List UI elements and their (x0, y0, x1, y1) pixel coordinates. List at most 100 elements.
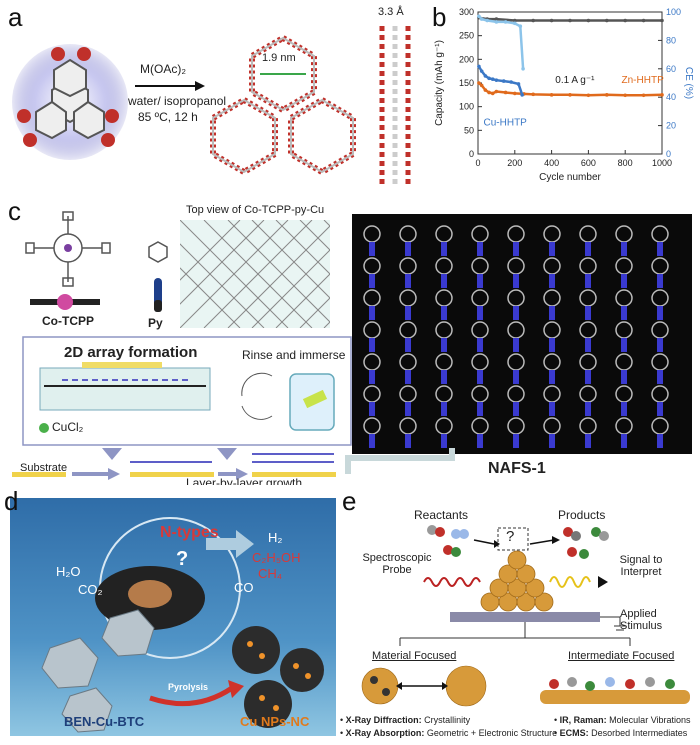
rate-label: 0.1 A g⁻¹ (555, 75, 595, 86)
data-point (494, 78, 499, 82)
data-point (509, 80, 513, 84)
pillar-linker (369, 242, 375, 256)
py-label: Py (148, 316, 163, 330)
pillar-linker (441, 402, 447, 416)
y-tick-label: 150 (459, 78, 474, 88)
material-focus-diagram (361, 665, 690, 707)
pillar-linker (369, 434, 375, 448)
y-tick-label: 100 (459, 102, 474, 112)
series-label-cu: Cu-HHTP (484, 118, 528, 129)
stacking-side-view (379, 26, 411, 188)
y2-tick-label: 80 (666, 35, 676, 45)
pillar-linker (549, 402, 555, 416)
data-point (490, 77, 495, 82)
layer-growth-diagram (12, 448, 455, 480)
x-tick-label: 600 (581, 158, 596, 168)
panel-label-e: e (342, 488, 357, 516)
top-view-lattice (180, 220, 330, 328)
pillar-linker (369, 402, 375, 416)
pillar-linker (441, 370, 447, 384)
pillar-linker (369, 306, 375, 320)
pillar-linker (441, 242, 447, 256)
data-point (549, 18, 554, 23)
pillar-linker (621, 402, 627, 416)
rinse-label: Rinse and immerse (242, 348, 346, 362)
data-point (494, 20, 499, 24)
data-point (513, 18, 517, 23)
data-point (660, 18, 664, 23)
y2-tick-label: 60 (666, 64, 676, 74)
question-label-e: ? (506, 528, 515, 545)
data-point (479, 69, 484, 73)
x-tick-label: 800 (618, 158, 633, 168)
question-label-d: ? (176, 548, 189, 570)
h2-label: H₂ (268, 530, 283, 545)
conditions-label: 85 ºC, 12 h (138, 110, 198, 124)
data-point (487, 90, 491, 95)
data-point (479, 17, 484, 21)
co-tcpp-structure (25, 211, 111, 287)
co-label: CO (234, 580, 254, 595)
data-point (485, 18, 489, 23)
honeycomb-framework (210, 34, 356, 176)
y2-tick-label: 0 (666, 149, 671, 159)
pillar-linker (657, 338, 663, 352)
pillar-linker (369, 338, 375, 352)
data-point (490, 91, 495, 96)
data-point (586, 93, 591, 98)
bullet-ecms: • ECMS: Desorbed Intermediates (554, 728, 688, 738)
data-point (477, 14, 481, 19)
nafs-3d-render (352, 214, 692, 454)
x-axis-label: Cycle number (539, 172, 601, 183)
data-point (605, 93, 609, 97)
data-point (477, 81, 481, 85)
stimulus-label: Applied Stimulus (620, 608, 663, 632)
pillar-linker (513, 274, 519, 288)
y-tick-label: 0 (469, 149, 474, 159)
data-point (641, 93, 646, 98)
pillar-linker (549, 242, 555, 256)
c2h5oh-label: C₂H₅OH (252, 550, 301, 565)
bullets-left: • X-Ray Diffraction: Crystallinity • X-R… (340, 714, 557, 740)
data-point (623, 93, 627, 98)
bullets-right: • IR, Raman: Molecular Vibrations • ECMS… (554, 714, 691, 740)
hhtp-molecule (12, 44, 128, 160)
pillar-linker (405, 306, 411, 320)
pillar-linker (549, 338, 555, 352)
data-point (641, 18, 646, 23)
pillar-linker (405, 370, 411, 384)
data-point (501, 79, 506, 83)
pillar-linker (657, 434, 663, 448)
co-tcpp-label: Co-TCPP (42, 314, 94, 328)
pillar-linker (477, 242, 483, 256)
reactants-label: Reactants (414, 508, 469, 522)
bullet-ir-raman: • IR, Raman: Molecular Vibrations (554, 715, 691, 725)
x-tick-label: 200 (507, 158, 522, 168)
array-box (22, 336, 352, 446)
pillar-linker (477, 274, 483, 288)
panel-c: c Co-TCPP Py Top view of Co-TCPP-py-Cu N… (0, 200, 700, 485)
pillar-linker (585, 370, 591, 384)
substrate-label: Substrate (20, 462, 68, 474)
data-point (479, 83, 484, 88)
pillar-linker (657, 306, 663, 320)
lattice-line (275, 273, 330, 328)
panel-d: d N-types ? H₂O CO₂ H₂ C₂H₅OH CH₄ CO Pyr… (0, 488, 340, 745)
ntypes-label: N-types (160, 524, 219, 541)
reaction-arrow (135, 81, 205, 91)
pillar-linker (621, 434, 627, 448)
pillar-linker (549, 434, 555, 448)
h2o-label: H₂O (56, 564, 81, 579)
lattice-line (299, 220, 330, 251)
reagent-label: M(OAc)₂ (140, 62, 186, 76)
data-point (531, 92, 535, 97)
pillar-linker (441, 306, 447, 320)
pillar-linker (549, 370, 555, 384)
pillar-linker (585, 242, 591, 256)
pillar-linker (513, 338, 519, 352)
pillar-linker (513, 306, 519, 320)
pyrolysis-label: Pyrolysis (168, 682, 209, 692)
pillar-linker (405, 338, 411, 352)
